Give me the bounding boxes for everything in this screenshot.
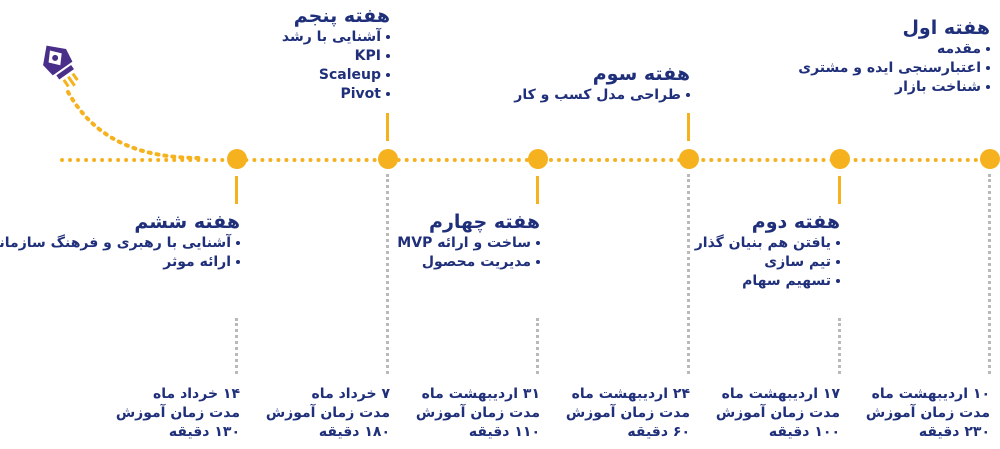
week-date: ۱۴ خرداد ماه xyxy=(153,386,240,402)
bullet-icon xyxy=(386,35,390,39)
duration-value: ۱۳۰ دقیقه xyxy=(168,424,240,440)
timeline-dot-week-4 xyxy=(528,149,548,169)
week-1-footer: ۱۰ اردیبهشت ماه مدت زمان آموزش ۲۳۰ دقیقه xyxy=(866,385,990,442)
timeline-line xyxy=(60,158,995,162)
week-1-block: هفته اول مقدمه اعتبارسنجی ایده و مشتری ش… xyxy=(798,16,990,97)
bullet-icon xyxy=(386,54,390,58)
duration-label: مدت زمان آموزش xyxy=(565,405,690,421)
duration-value: ۱۰۰ دقیقه xyxy=(768,424,840,440)
connector-week-5 xyxy=(386,113,389,141)
week-title: هفته چهارم xyxy=(429,211,540,233)
topic-item: یافتن هم بنیان گذار xyxy=(695,234,840,253)
bullet-icon xyxy=(986,66,990,70)
bullet-icon xyxy=(986,47,990,51)
duration-value: ۱۸۰ دقیقه xyxy=(318,424,390,440)
bullet-icon xyxy=(536,241,540,245)
week-date: ۷ خرداد ماه xyxy=(311,386,390,402)
week-2-block: هفته دوم یافتن هم بنیان گذار تیم سازی تس… xyxy=(695,210,840,291)
duration-label: مدت زمان آموزش xyxy=(265,405,390,421)
week-date: ۱۷ اردیبهشت ماه xyxy=(721,386,840,402)
topic-item: اعتبارسنجی ایده و مشتری xyxy=(798,59,990,78)
duration-value: ۲۳۰ دقیقه xyxy=(918,424,990,440)
pen-nib-rocket-icon xyxy=(36,40,80,100)
duration-label: مدت زمان آموزش xyxy=(415,405,540,421)
week-6-block: هفته ششم آشنایی با رهبری و فرهنگ سازمانی… xyxy=(0,210,240,272)
bullet-icon xyxy=(236,241,240,245)
week-3-footer: ۲۴ اردیبهشت ماه مدت زمان آموزش ۶۰ دقیقه xyxy=(566,385,690,442)
topic-item: Pivot xyxy=(282,85,390,104)
date-connector-week-5 xyxy=(386,174,389,374)
week-date: ۲۴ اردیبهشت ماه xyxy=(571,386,690,402)
duration-value: ۶۰ دقیقه xyxy=(627,424,690,440)
bullet-icon xyxy=(986,85,990,89)
topic-item: تیم سازی xyxy=(695,253,840,272)
topic-item: KPI xyxy=(282,47,390,66)
date-connector-week-6 xyxy=(235,318,238,374)
duration-label: مدت زمان آموزش xyxy=(115,405,240,421)
week-title: هفته سوم xyxy=(592,63,690,85)
week-3-block: هفته سوم طراحی مدل کسب و کار xyxy=(514,62,690,105)
bullet-icon xyxy=(536,260,540,264)
week-date: ۳۱ اردیبهشت ماه xyxy=(421,386,540,402)
week-title: هفته پنجم xyxy=(293,5,390,27)
bullet-icon xyxy=(386,73,390,77)
week-4-block: هفته چهارم ساخت و ارائه MVP مدیریت محصول xyxy=(397,210,540,272)
bullet-icon xyxy=(836,241,840,245)
week-2-footer: ۱۷ اردیبهشت ماه مدت زمان آموزش ۱۰۰ دقیقه xyxy=(716,385,840,442)
topic-item: ساخت و ارائه MVP xyxy=(397,234,540,253)
timeline-dot-week-1 xyxy=(980,149,1000,169)
topic-item: مدیریت محصول xyxy=(397,253,540,272)
week-5-block: هفته پنجم آشنایی با رشد KPI Scaleup Pivo… xyxy=(282,4,390,104)
connector-week-6 xyxy=(235,176,238,204)
bullet-icon xyxy=(386,92,390,96)
timeline-dot-week-6 xyxy=(227,149,247,169)
topic-item: آشنایی با رهبری و فرهنگ سازمانی xyxy=(0,234,240,253)
date-connector-week-3 xyxy=(687,174,690,374)
bullet-icon xyxy=(836,260,840,264)
topic-item: آشنایی با رشد xyxy=(282,28,390,47)
topic-item: Scaleup xyxy=(282,66,390,85)
week-6-footer: ۱۴ خرداد ماه مدت زمان آموزش ۱۳۰ دقیقه xyxy=(116,385,240,442)
bullet-icon xyxy=(236,260,240,264)
timeline-dot-week-5 xyxy=(378,149,398,169)
connector-week-3 xyxy=(687,113,690,141)
date-connector-week-4 xyxy=(536,318,539,374)
topic-item: تسهیم سهام xyxy=(695,272,840,291)
connector-week-4 xyxy=(536,176,539,204)
topic-item: شناخت بازار xyxy=(798,78,990,97)
timeline-dot-week-3 xyxy=(679,149,699,169)
topic-item: ارائه موثر xyxy=(0,253,240,272)
bullet-icon xyxy=(686,93,690,97)
week-4-footer: ۳۱ اردیبهشت ماه مدت زمان آموزش ۱۱۰ دقیقه xyxy=(416,385,540,442)
week-title: هفته اول xyxy=(902,17,990,39)
duration-label: مدت زمان آموزش xyxy=(865,405,990,421)
week-5-footer: ۷ خرداد ماه مدت زمان آموزش ۱۸۰ دقیقه xyxy=(266,385,390,442)
week-date: ۱۰ اردیبهشت ماه xyxy=(871,386,990,402)
week-title: هفته دوم xyxy=(751,211,840,233)
bullet-icon xyxy=(836,279,840,283)
date-connector-week-1 xyxy=(988,174,991,374)
connector-week-2 xyxy=(838,176,841,204)
timeline-dot-week-2 xyxy=(830,149,850,169)
duration-value: ۱۱۰ دقیقه xyxy=(468,424,540,440)
topic-item: طراحی مدل کسب و کار xyxy=(514,86,690,105)
topic-item: مقدمه xyxy=(798,40,990,59)
week-title: هفته ششم xyxy=(134,211,240,233)
date-connector-week-2 xyxy=(838,318,841,374)
duration-label: مدت زمان آموزش xyxy=(715,405,840,421)
